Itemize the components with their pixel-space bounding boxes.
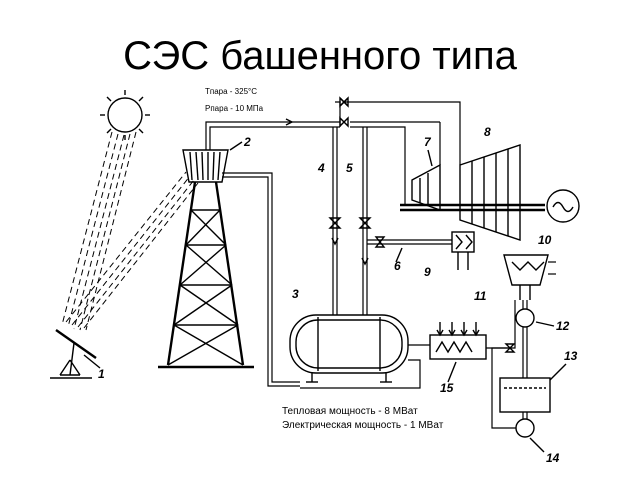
feedwater-tank	[499, 377, 551, 413]
label-generator: 10	[538, 233, 552, 247]
condensate-pump	[515, 300, 535, 378]
label-pipe-6: 6	[394, 259, 401, 273]
receiver	[182, 149, 229, 183]
label-reheater: 9	[424, 265, 431, 279]
label-pump-12: 12	[556, 319, 570, 333]
tower	[158, 181, 254, 369]
generator-icon	[546, 189, 580, 223]
heliostat	[50, 329, 101, 379]
label-pipe-5: 5	[346, 161, 353, 175]
feed-pump	[491, 300, 535, 438]
thermal-power-caption: Тепловая мощность - 8 МВат	[282, 406, 418, 417]
label-pump-14: 14	[546, 451, 560, 465]
slide-title: СЭС башенного типа	[123, 34, 517, 78]
pipes-4-5	[328, 127, 372, 315]
label-condenser: 11	[474, 289, 487, 303]
label-storage-exchanger: 15	[440, 381, 454, 395]
steam-temperature: Tпара - 325°C	[205, 87, 257, 96]
valve-top-2	[339, 116, 349, 128]
flow-arrow	[285, 118, 294, 126]
steam-pressure: Pпара - 10 МПа	[205, 104, 264, 113]
turbine-high-pressure	[411, 163, 441, 211]
label-turbine-hp: 7	[424, 135, 432, 149]
label-pipe-4: 4	[317, 161, 325, 175]
condenser	[503, 254, 556, 300]
sun-icon	[100, 90, 150, 140]
label-turbine-lp: 8	[484, 125, 491, 139]
label-receiver: 2	[243, 135, 251, 149]
turbine-low-pressure	[459, 144, 521, 241]
storage-heat-exchanger	[300, 322, 516, 389]
turbine-shaft	[400, 203, 545, 212]
valve-top-1	[339, 96, 349, 108]
reflected-rays	[65, 171, 199, 329]
pipe-6	[367, 236, 452, 248]
label-tank: 13	[564, 349, 578, 363]
thermal-storage	[289, 314, 409, 383]
electric-power-caption: Электрическая мощность - 1 МВат	[282, 420, 444, 431]
label-storage: 3	[292, 287, 299, 301]
steam-pipes	[205, 101, 461, 387]
label-heliostat: 1	[98, 367, 105, 381]
reheater	[451, 231, 475, 270]
